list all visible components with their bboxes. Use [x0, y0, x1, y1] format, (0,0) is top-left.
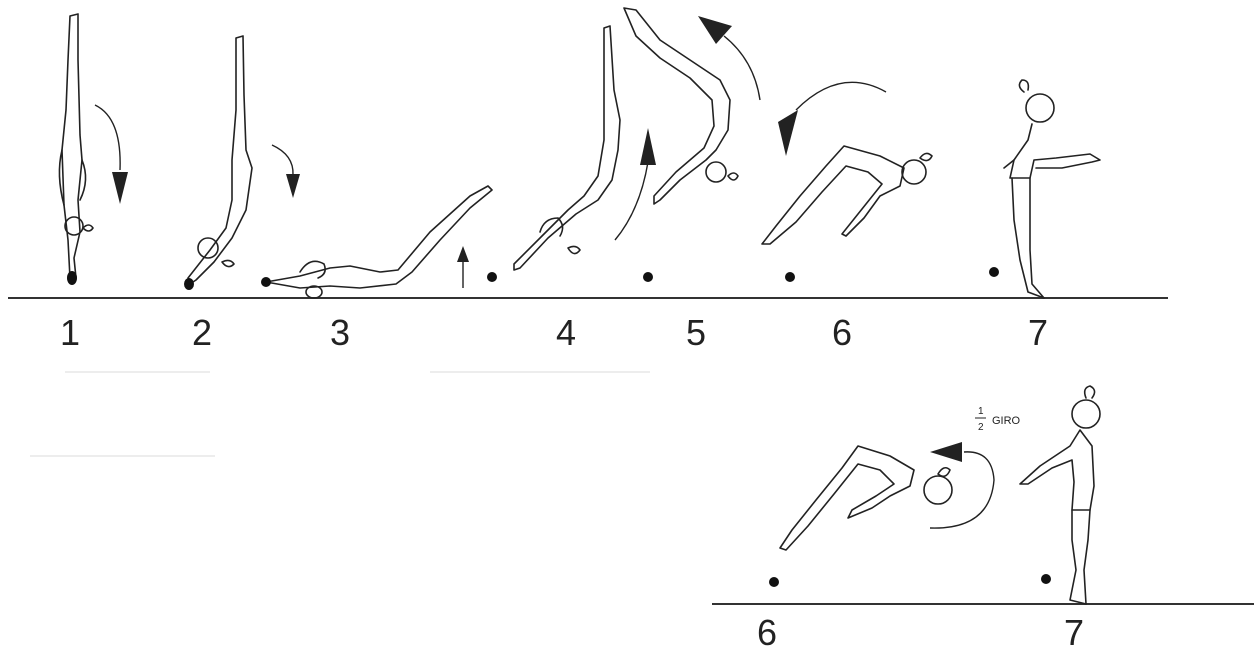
arrow-up-3: [457, 246, 469, 288]
figure-3-roll: [261, 186, 492, 298]
position-label-6: 6: [832, 312, 852, 353]
bottom-position-label-7: 7: [1064, 612, 1084, 651]
hand-mark-dot: [487, 272, 497, 282]
position-label-1: 1: [60, 312, 80, 353]
position-label-2: 2: [192, 312, 212, 353]
position-label-3: 3: [330, 312, 350, 353]
arrow-rotate-6: [778, 82, 886, 156]
figure-4-rising: [514, 26, 620, 270]
hand-mark-dot: [769, 577, 779, 587]
position-label-4: 4: [556, 312, 576, 353]
figure-2-falling: [184, 36, 252, 290]
hand-mark-dot: [989, 267, 999, 277]
hand-mark-dot: [643, 272, 653, 282]
arrow-half-turn: [930, 442, 994, 528]
hand-mark-dot: [785, 272, 795, 282]
half-turn-annotation: 1 2 GIRO: [975, 406, 1021, 433]
fraction-denominator: 2: [978, 422, 984, 433]
arrow-up-4: [615, 128, 656, 240]
figure-6b-flight-turn: [780, 446, 952, 550]
position-label-7: 7: [1028, 312, 1048, 353]
arrow-rotate-5: [698, 16, 760, 100]
figure-1-handstand: [59, 14, 93, 285]
bottom-position-label-6: 6: [757, 612, 777, 651]
figure-7b-standing: [1020, 386, 1100, 604]
fraction-numerator: 1: [978, 406, 984, 417]
arrow-down-1: [95, 105, 128, 204]
hand-mark-dot: [1041, 574, 1051, 584]
position-label-5: 5: [686, 312, 706, 353]
figure-6-flight: [762, 146, 932, 244]
arrow-down-2: [272, 145, 300, 198]
giro-label: GIRO: [992, 415, 1021, 427]
figure-7-standing: [1004, 80, 1100, 298]
